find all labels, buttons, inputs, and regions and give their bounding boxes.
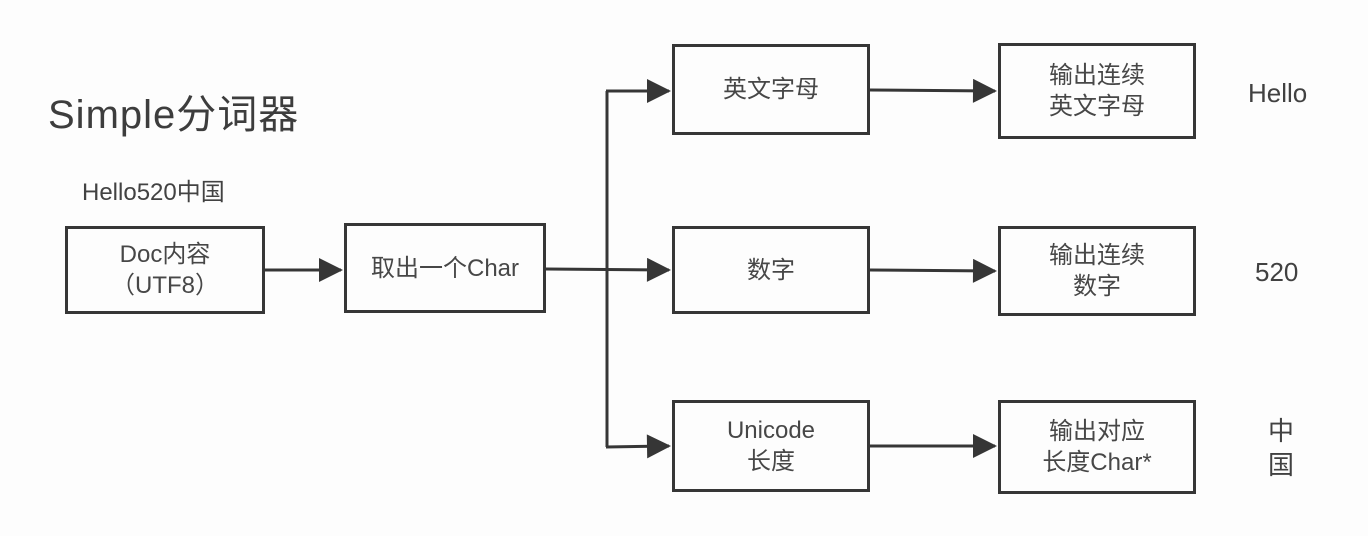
result-unicode: 中 国 — [1268, 414, 1294, 482]
node-doc-content: Doc内容 （UTF8） — [65, 226, 265, 314]
node-take-one-char-label: 取出一个Char — [370, 254, 520, 282]
node-unicode-length-line1: Unicode — [726, 417, 816, 444]
result-unicode-line2: 国 — [1268, 450, 1295, 480]
diagram-title: Simple分词器 — [48, 93, 300, 137]
node-english-letter: 英文字母 — [672, 44, 870, 135]
result-english: Hello — [1248, 78, 1308, 108]
node-output-digit-line1: 输出连续 — [1049, 242, 1145, 269]
node-output-english-line2: 英文字母 — [1049, 93, 1145, 120]
node-output-unicode-line2: 长度Char* — [1042, 449, 1152, 476]
node-output-english: 输出连续 英文字母 — [998, 43, 1196, 139]
node-unicode-length: Unicode 长度 — [672, 400, 870, 492]
node-output-unicode: 输出对应 长度Char* — [998, 400, 1196, 494]
node-doc-line1: Doc内容 — [119, 241, 211, 268]
result-unicode-line1: 中 — [1268, 416, 1295, 446]
node-english-letter-label: 英文字母 — [723, 76, 819, 103]
node-output-unicode-line1: 输出对应 — [1049, 418, 1145, 445]
node-output-english-line1: 输出连续 — [1049, 62, 1145, 89]
node-output-digit-line2: 数字 — [1073, 273, 1121, 300]
node-unicode-length-line2: 长度 — [747, 448, 795, 475]
result-digit: 520 — [1255, 257, 1299, 287]
node-output-digit: 输出连续 数字 — [998, 226, 1196, 316]
node-doc-line2: （UTF8） — [111, 272, 219, 299]
input-example-label: Hello520中国 — [82, 179, 225, 206]
node-digit-label: 数字 — [747, 256, 795, 284]
node-take-one-char: 取出一个Char — [344, 223, 546, 313]
node-digit: 数字 — [672, 226, 870, 314]
